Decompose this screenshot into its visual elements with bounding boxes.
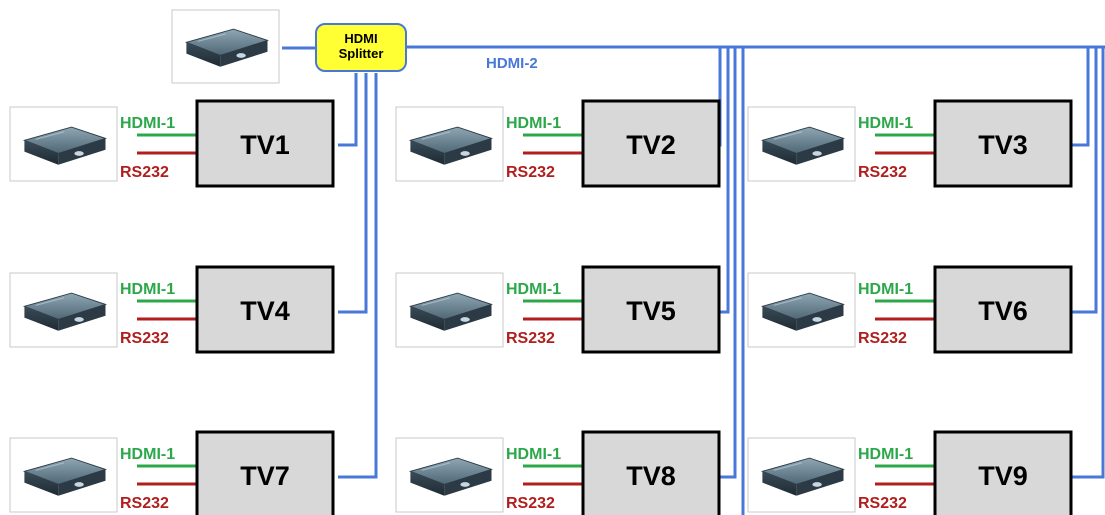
hdmi1-label: HDMI-1 bbox=[858, 281, 913, 298]
rs232-label: RS232 bbox=[506, 495, 555, 512]
tv-label: TV1 bbox=[240, 130, 290, 160]
tv-box bbox=[581, 99, 721, 188]
hdmi1-label: HDMI-1 bbox=[506, 446, 561, 463]
rs232-label: RS232 bbox=[506, 164, 555, 181]
tv-label: TV4 bbox=[240, 296, 290, 326]
tv-box bbox=[581, 265, 721, 354]
hdmi-splitter: HDMI Splitter bbox=[315, 23, 407, 72]
tv-label: TV6 bbox=[978, 296, 1028, 326]
tv-label: TV2 bbox=[626, 130, 676, 160]
tv-box bbox=[195, 430, 335, 515]
tv-box bbox=[195, 99, 335, 188]
tv-box bbox=[581, 430, 721, 515]
tv-label: TV9 bbox=[978, 461, 1028, 491]
hdmi1-label: HDMI-1 bbox=[120, 281, 175, 298]
tv-units: HDMI-1RS232TV1HDMI-1RS232TV2HDMI-1RS232T… bbox=[9, 99, 1073, 515]
splitter-label-line1: HDMI bbox=[344, 31, 377, 46]
rs232-label: RS232 bbox=[120, 330, 169, 347]
rs232-label: RS232 bbox=[858, 495, 907, 512]
source-device bbox=[171, 9, 280, 84]
rs232-label: RS232 bbox=[858, 164, 907, 181]
tv-box bbox=[195, 265, 335, 354]
tv-box bbox=[933, 99, 1073, 188]
hdmi1-label: HDMI-1 bbox=[506, 115, 561, 132]
hdmi1-label: HDMI-1 bbox=[858, 446, 913, 463]
hdmi1-label: HDMI-1 bbox=[858, 115, 913, 132]
rs232-label: RS232 bbox=[120, 495, 169, 512]
hdmi1-label: HDMI-1 bbox=[120, 115, 175, 132]
rs232-label: RS232 bbox=[506, 330, 555, 347]
hdmi1-label: HDMI-1 bbox=[506, 281, 561, 298]
tv-box bbox=[933, 265, 1073, 354]
rs232-label: RS232 bbox=[120, 164, 169, 181]
tv-label: TV7 bbox=[240, 461, 290, 491]
tv-label: TV8 bbox=[626, 461, 676, 491]
hdmi1-label: HDMI-1 bbox=[120, 446, 175, 463]
rs232-label: RS232 bbox=[858, 330, 907, 347]
hdmi2-bus-label: HDMI-2 bbox=[486, 55, 538, 72]
tv-label: TV3 bbox=[978, 130, 1028, 160]
tv-label: TV5 bbox=[626, 296, 676, 326]
tv-box bbox=[933, 430, 1073, 515]
splitter-label-line2: Splitter bbox=[339, 46, 384, 61]
